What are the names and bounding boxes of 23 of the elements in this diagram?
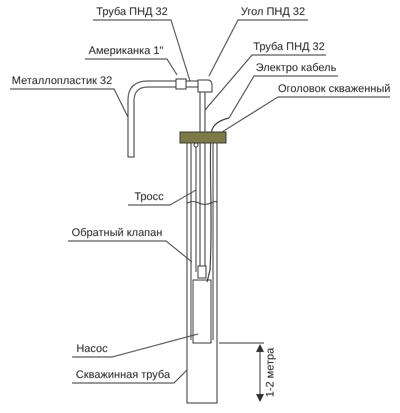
callout-label: Американка 1" — [85, 45, 167, 58]
callout-label: Оголовок скваженный — [278, 83, 390, 96]
leader-line — [92, 20, 190, 82]
callout-label: Труба ПНД 32 — [93, 6, 171, 19]
leader-line — [72, 334, 198, 358]
leader-line — [68, 240, 192, 262]
dimension-label: 1-2 метра — [264, 346, 278, 400]
callout-label: Угол ПНД 32 — [238, 6, 308, 19]
callout-label: Труба ПНД 32 — [252, 41, 326, 54]
callout-label: Насос — [72, 343, 112, 356]
leader-line — [228, 76, 338, 118]
callout-label: Обратный клапан — [68, 227, 166, 240]
leader-line — [208, 20, 308, 76]
callout-label: Металлопластик 32 — [10, 75, 114, 88]
leader-line — [84, 58, 178, 76]
leader-line — [128, 190, 196, 206]
callout-label: Скважинная труба — [72, 369, 174, 382]
leader-line — [10, 88, 128, 118]
leader-line — [222, 96, 390, 132]
callout-label: Электро кабель — [254, 62, 338, 75]
callout-label: Тросс — [128, 191, 170, 204]
leader-line — [204, 54, 326, 110]
leader-line — [72, 370, 188, 384]
